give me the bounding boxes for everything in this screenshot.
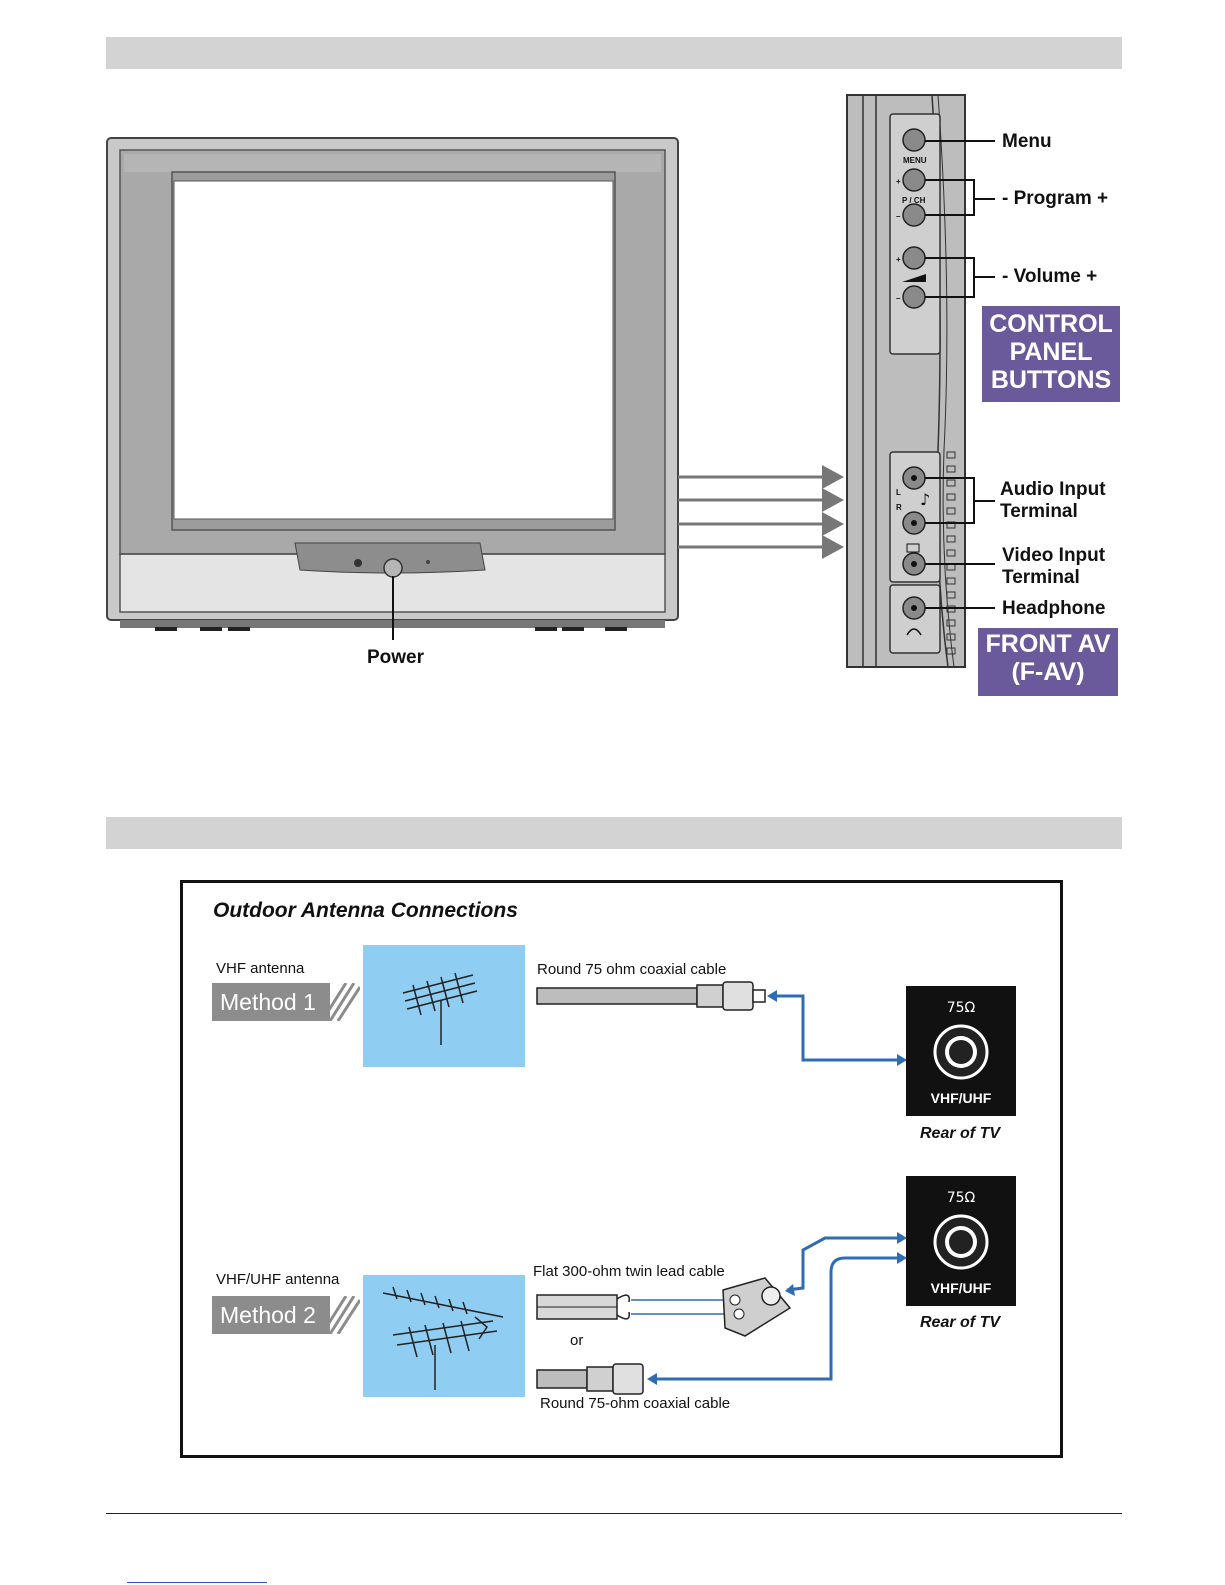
jack-2-ohm: 75Ω: [946, 1190, 976, 1206]
coax-cable-label-1: Round 75 ohm coaxial cable: [537, 961, 727, 978]
control-panel-buttons-box: CONTROL PANEL BUTTONS: [982, 306, 1120, 402]
minus-mark-1: –: [896, 212, 901, 221]
vhf-antenna-image: [363, 945, 525, 1067]
vhf-antenna-label: VHF antenna: [216, 960, 305, 977]
headphone-icon: [906, 628, 922, 636]
audio-input-label: Audio Input Terminal: [1000, 479, 1106, 522]
jack-1-band: VHF/UHF: [930, 1090, 992, 1106]
power-label: Power: [367, 647, 425, 668]
method-1-stripes: [320, 983, 360, 1021]
jack-1-ohm: 75Ω: [946, 1000, 976, 1016]
vhf-uhf-antenna-image: [363, 1275, 525, 1397]
section-header-bar-2: [106, 817, 1122, 849]
method-1-cable: [536, 981, 907, 1066]
headphone-label: Headphone: [1002, 598, 1106, 619]
pch-mark: P / CH: [902, 196, 926, 205]
volume-label: - Volume +: [1002, 266, 1098, 287]
vhf-uhf-antenna-label: VHF/UHF antenna: [216, 1271, 340, 1288]
menu-label: Menu: [1002, 131, 1052, 152]
plus-mark-2: +: [896, 255, 901, 264]
method-1-badge: Method 1: [212, 983, 330, 1021]
rear-of-tv-label-2: Rear of TV: [920, 1314, 1001, 1331]
tv-front-led: [354, 559, 362, 567]
section-header-bar-1: [106, 37, 1122, 69]
music-note-icon: ♪: [920, 490, 930, 509]
vhf-antenna-icon: [402, 972, 478, 1045]
jack-2-band: VHF/UHF: [930, 1280, 992, 1296]
coax-socket-icon: [933, 1024, 989, 1080]
video-input-label: Video Input Terminal: [1002, 545, 1106, 588]
front-av-box: FRONT AV (F-AV): [978, 628, 1118, 696]
vhf-uhf-antenna-icon: [382, 1286, 504, 1390]
rear-jack-2: 75Ω VHF/UHF: [906, 1176, 1016, 1306]
zoom-arrows: [678, 465, 844, 559]
matching-transformer: [722, 1277, 792, 1337]
plus-mark-1: +: [896, 177, 901, 186]
antenna-connections-frame: [180, 880, 1063, 1458]
antenna-title: Outdoor Antenna Connections: [213, 899, 518, 922]
footer-link-underline[interactable]: [127, 1582, 267, 1583]
video-input-icon: [906, 543, 920, 553]
flat-cable-label: Flat 300-ohm twin lead cable: [533, 1263, 725, 1280]
volume-ramp-icon: [902, 274, 926, 282]
coax-socket-icon: [933, 1214, 989, 1270]
rear-of-tv-label-1: Rear of TV: [920, 1125, 1001, 1142]
method-2-stripes: [320, 1296, 360, 1334]
panel-leader-lines: [925, 140, 995, 609]
power-button[interactable]: [383, 558, 403, 578]
left-channel-mark: L: [896, 488, 901, 497]
tv-front-illustration: [106, 137, 679, 640]
method-2-badge: Method 2: [212, 1296, 330, 1334]
minus-mark-2: –: [896, 294, 901, 303]
footer-rule: [106, 1513, 1122, 1514]
side-control-panel: MENU + P / CH – + – L R ♪: [846, 94, 966, 668]
method-2-cables: [536, 1232, 907, 1395]
rear-jack-1: 75Ω VHF/UHF: [906, 986, 1016, 1116]
or-label: or: [570, 1332, 584, 1349]
menu-mark: MENU: [903, 156, 927, 165]
right-channel-mark: R: [896, 503, 902, 512]
coax-cable-label-2: Round 75-ohm coaxial cable: [540, 1395, 731, 1412]
program-label: - Program +: [1002, 188, 1109, 209]
